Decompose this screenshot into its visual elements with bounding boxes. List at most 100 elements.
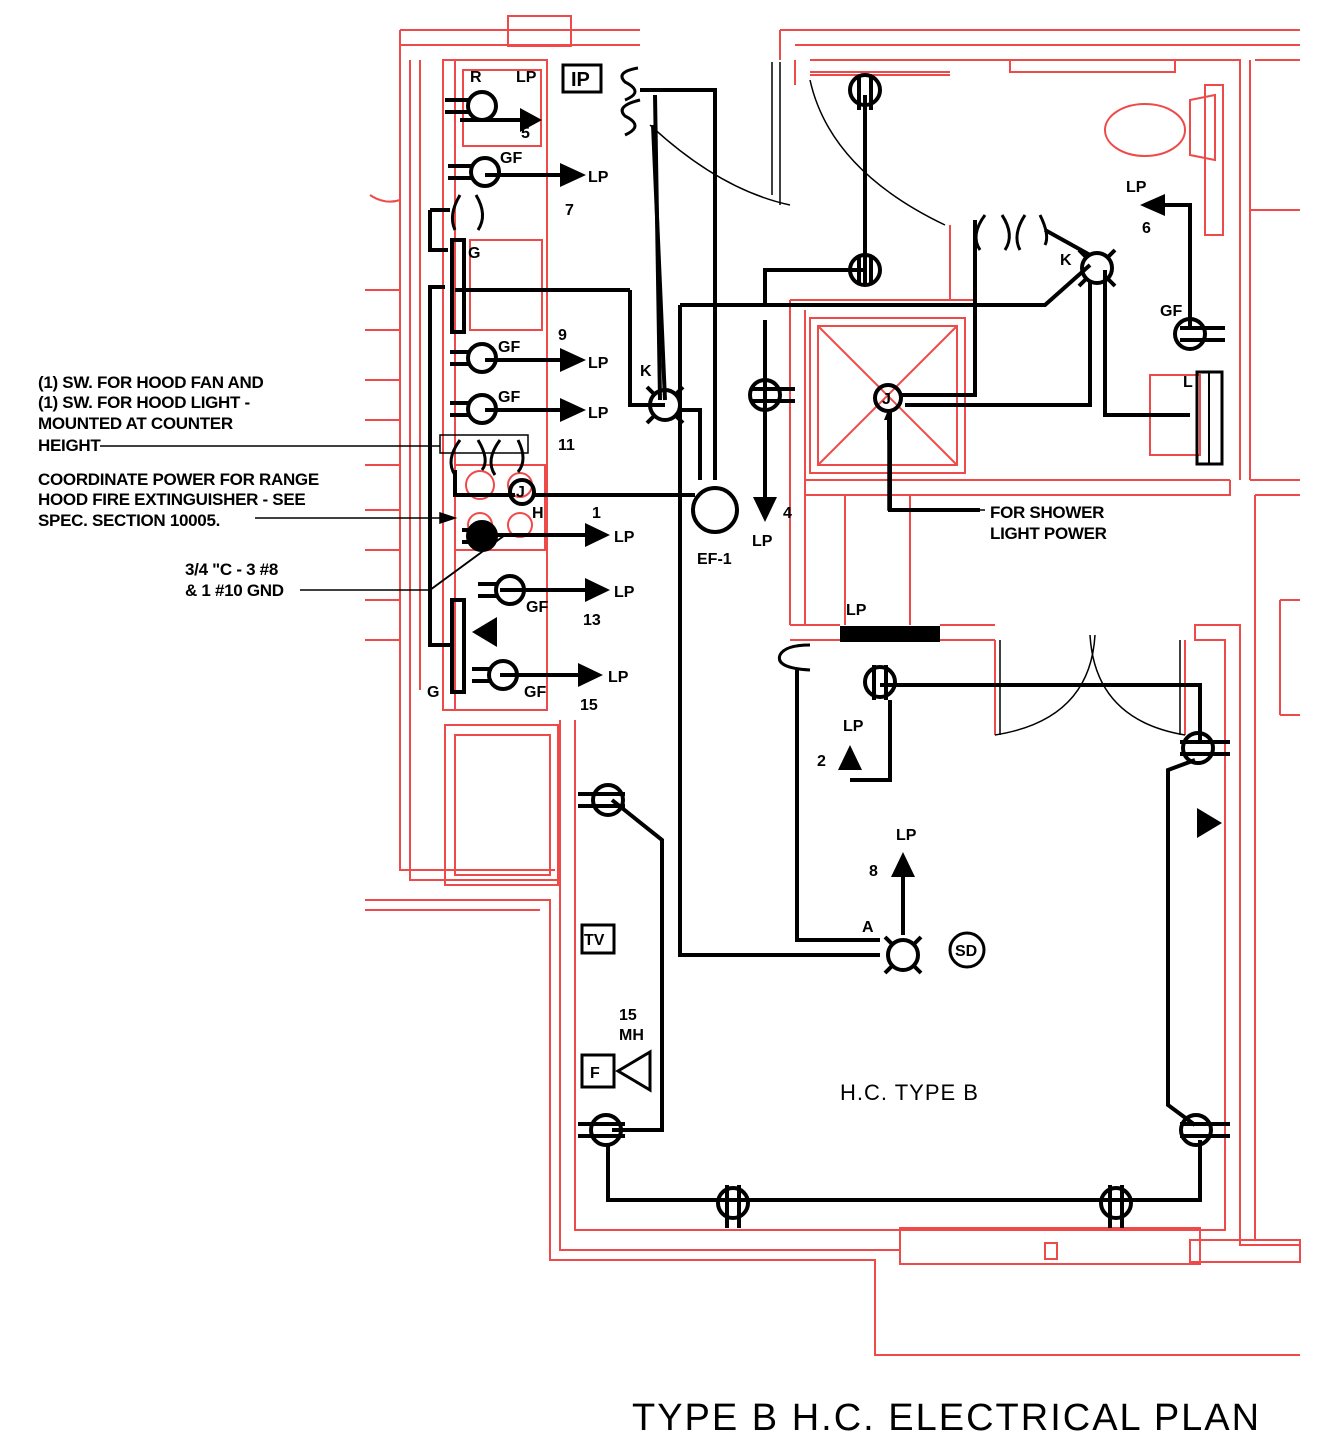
light-fixture-k-kitchen <box>645 385 685 425</box>
receptacle-living-br <box>1179 1113 1230 1147</box>
label-mh-circuit: 15 <box>619 1007 637 1024</box>
receptacle-gf-7 <box>448 156 501 188</box>
receptacle-living-bl <box>578 1113 625 1147</box>
switches <box>449 66 1049 672</box>
receptacle-gf-15 <box>472 659 519 691</box>
label-circuit-5: 5 <box>521 125 530 142</box>
switch-hood-s1 <box>450 194 462 231</box>
label-gf-11: GF <box>498 389 520 406</box>
label-ef1: EF-1 <box>697 551 732 568</box>
note-hood-switch-2: (1) SW. FOR HOOD LIGHT - <box>38 393 250 412</box>
label-lp-8: LP <box>896 827 917 844</box>
note-conduit-1: 3/4 "C - 3 #8 <box>185 560 278 579</box>
label-lp-13: LP <box>614 584 635 601</box>
label-r: R <box>470 69 482 86</box>
switch-ip-1 <box>620 66 639 102</box>
label-gf-bath: GF <box>1160 303 1182 320</box>
switch-hood-fan-3 <box>489 439 502 476</box>
switch-bath-2 <box>1000 214 1011 251</box>
junction-box-h <box>508 478 536 506</box>
label-g-bottom: G <box>427 684 439 701</box>
note-shower-1: FOR SHOWER <box>990 503 1104 522</box>
note-range-hood-2: HOOD FIRE EXTINGUISHER - SEE <box>38 490 305 509</box>
label-j-hood: J <box>516 484 525 501</box>
label-j-shower: J <box>882 391 891 408</box>
label-circuit-7: 7 <box>565 202 574 219</box>
receptacle-r <box>445 90 498 122</box>
switch-hood-fan-4 <box>516 439 525 473</box>
switch-hood-fan-1 <box>449 439 462 476</box>
label-lp-11: LP <box>588 405 609 422</box>
horn-strobe <box>615 1049 652 1093</box>
fire-alarm-f <box>580 1053 616 1089</box>
tv-outlet <box>580 923 616 955</box>
switch-entry <box>777 643 811 672</box>
note-range-hood-3: SPEC. SECTION 10005. <box>38 511 220 530</box>
light-fixture-a <box>883 935 923 975</box>
note-shower-2: LIGHT POWER <box>990 524 1107 543</box>
label-gf-9: GF <box>498 339 520 356</box>
label-l: L <box>1183 374 1193 391</box>
label-h: H <box>532 505 544 522</box>
label-a: A <box>862 919 874 936</box>
label-lp-4: LP <box>752 533 773 550</box>
range-outlet-triangle <box>472 617 497 647</box>
symbol-labels: IP R LP 5 GF LP 7 G 9 GF LP GF LP 11 K J… <box>427 69 1193 1082</box>
receptacle-living-tl <box>578 783 625 817</box>
label-lp-7: LP <box>588 169 609 186</box>
label-k-kitchen: K <box>640 363 652 380</box>
hood-bracket <box>439 434 529 454</box>
label-lp-9: LP <box>588 355 609 372</box>
switch-hood-s2 <box>474 194 484 231</box>
label-circuit-8: 8 <box>869 863 878 880</box>
switch-hood-fan-2 <box>476 439 487 471</box>
note-conduit-2: & 1 #10 GND <box>185 581 284 600</box>
receptacle-gf-bath <box>1173 317 1225 351</box>
receptacle-living-tr <box>1180 731 1230 765</box>
label-circuit-4: 4 <box>783 505 792 522</box>
room-label: H.C. TYPE B <box>840 1080 979 1105</box>
receptacle-range <box>462 520 498 552</box>
note-hood-switch-4: HEIGHT <box>38 436 101 455</box>
receptacle-bath-top <box>848 73 882 110</box>
label-circuit-6: 6 <box>1142 220 1151 237</box>
label-circuit-2: 2 <box>817 753 826 770</box>
label-circuit-15: 15 <box>580 697 598 714</box>
note-hood-switch-3: MOUNTED AT COUNTER <box>38 414 233 433</box>
switch-bath-4 <box>1038 214 1049 246</box>
label-tv: TV <box>584 932 605 949</box>
label-f: F <box>590 1065 600 1082</box>
receptacle-gf-13 <box>478 574 526 606</box>
exhaust-fan-ef1 <box>691 486 739 534</box>
label-lp-2: LP <box>843 718 864 735</box>
light-fixture-k-bath <box>1077 248 1117 288</box>
label-lp-15: LP <box>608 669 629 686</box>
receptacles <box>445 73 1230 1228</box>
label-circuit-1: 1 <box>592 505 601 522</box>
switch-bath-1 <box>974 214 987 251</box>
receptacle-gf-9 <box>450 342 498 374</box>
g-bar-bottom <box>450 598 466 694</box>
panel-lp <box>840 626 940 642</box>
label-gf-7: GF <box>500 150 522 167</box>
note-hood-switch-1: (1) SW. FOR HOOD FAN AND <box>38 373 263 392</box>
label-gf-13: GF <box>526 599 548 616</box>
switch-bath-3 <box>1015 214 1027 251</box>
switch-ip-2 <box>620 98 641 137</box>
label-circuit-9: 9 <box>558 327 567 344</box>
label-g-top: G <box>468 245 480 262</box>
label-k-bath: K <box>1060 252 1072 269</box>
label-gf-15: GF <box>524 684 546 701</box>
label-sd: SD <box>955 943 977 960</box>
label-mh: MH <box>619 1027 644 1044</box>
note-range-hood-1: COORDINATE POWER FOR RANGE <box>38 470 319 489</box>
receptacle-living-b2 <box>1099 1185 1133 1228</box>
smoke-detector <box>948 931 986 969</box>
notes: (1) SW. FOR HOOD FAN AND (1) SW. FOR HOO… <box>38 373 1107 600</box>
receptacle-bath-mid <box>848 253 882 287</box>
label-lp-6: LP <box>1126 179 1147 196</box>
receptacle-entry <box>863 665 897 700</box>
label-lp-panel: LP <box>846 602 867 619</box>
shower-pointer <box>884 410 892 440</box>
receptacle-living-b1 <box>716 1185 750 1228</box>
